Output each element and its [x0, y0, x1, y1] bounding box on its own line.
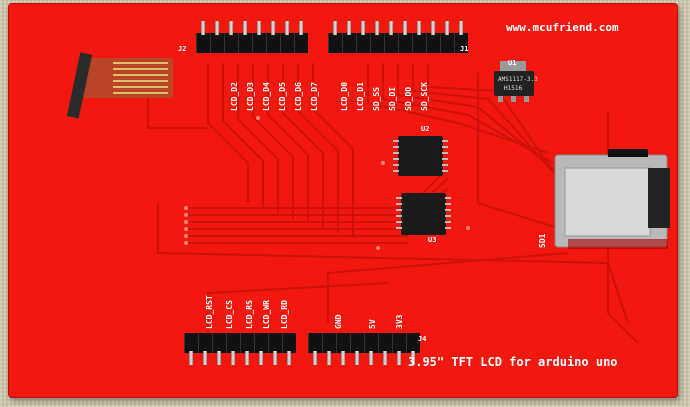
header-pin: [356, 21, 370, 53]
header-pin: [282, 333, 296, 365]
designator-j1: J1: [460, 45, 469, 53]
designator-u1: U1: [508, 59, 517, 67]
pin-label: LCD_CS: [225, 300, 234, 329]
header-pin: [210, 21, 224, 53]
pin-label: LCD_D5: [278, 82, 287, 111]
header-pin: [412, 21, 426, 53]
header-pin: [406, 333, 420, 365]
pin-label: GND: [334, 314, 343, 329]
header-j2: [196, 21, 308, 53]
pin-label: SD_SS: [372, 86, 381, 111]
regulator-u1: [494, 61, 534, 102]
pcb-traces: [66, 52, 670, 344]
header-pin: [198, 333, 212, 365]
header-control: [184, 333, 296, 365]
header-pin: [266, 21, 280, 53]
header-pin: [328, 21, 342, 53]
pin-label: LCD_D4: [262, 82, 271, 111]
pin-label: LCD_D1: [356, 82, 365, 111]
header-pin: [322, 333, 336, 365]
website-label: www.mcufriend.com: [506, 21, 619, 34]
header-pin: [238, 21, 252, 53]
header-pin: [268, 333, 282, 365]
pin-label: LCD_D3: [246, 82, 255, 111]
header-pin: [212, 333, 226, 365]
header-pin: [342, 21, 356, 53]
pin-label: SD_DI: [388, 86, 397, 111]
pin-label: 5V: [368, 319, 377, 329]
header-pin: [196, 21, 210, 53]
regulator-code: H1516: [504, 85, 523, 92]
pin-label: SD_SCK: [420, 82, 429, 111]
pin-label: LCD_D6: [294, 82, 303, 111]
pin-label: 3V3: [395, 314, 404, 329]
header-pin: [384, 21, 398, 53]
ic-u2: [393, 136, 448, 176]
bottom-title: 3.95" TFT LCD for arduino uno: [408, 355, 618, 369]
header-pin: [364, 333, 378, 365]
sd-card-slot: [554, 149, 670, 249]
designator-sd: SD1: [538, 233, 547, 248]
pin-label: SD_DO: [404, 86, 413, 111]
header-pin: [294, 21, 308, 53]
pin-label: LCD_D2: [230, 82, 239, 111]
designator-u3: U3: [428, 236, 437, 244]
fpc-connector: [66, 52, 173, 119]
header-pin: [454, 21, 468, 53]
header-j1: [328, 21, 468, 53]
pin-label: LCD_RD: [280, 300, 289, 329]
header-pin: [370, 21, 384, 53]
header-pin: [240, 333, 254, 365]
pin-label: LCD_WR: [262, 300, 271, 329]
header-pin: [226, 333, 240, 365]
pcb-board: www.mcufriend.com J2 J1 U1 AMS1117-3.3 H…: [8, 3, 678, 398]
header-pin: [224, 21, 238, 53]
header-pin: [336, 333, 350, 365]
header-pin: [254, 333, 268, 365]
header-pin: [392, 333, 406, 365]
header-pin: [308, 333, 322, 365]
header-pin: [252, 21, 266, 53]
designator-j2: J2: [178, 45, 187, 53]
header-pin: [426, 21, 440, 53]
header-pin: [280, 21, 294, 53]
header-pin: [378, 333, 392, 365]
designator-u2: U2: [421, 125, 430, 133]
regulator-marking: AMS1117-3.3: [498, 76, 538, 83]
ic-u3: [396, 193, 451, 235]
header-pin: [350, 333, 364, 365]
pin-label: LCD_RST: [205, 295, 214, 329]
header-pin: [440, 21, 454, 53]
designator-j4: J4: [418, 335, 427, 343]
header-pin: [184, 333, 198, 365]
pin-label: LCD_D0: [340, 82, 349, 111]
header-j4: [308, 333, 420, 365]
header-pin: [398, 21, 412, 53]
pin-label: LCD_D7: [310, 82, 319, 111]
pin-label: LCD_RS: [245, 300, 254, 329]
